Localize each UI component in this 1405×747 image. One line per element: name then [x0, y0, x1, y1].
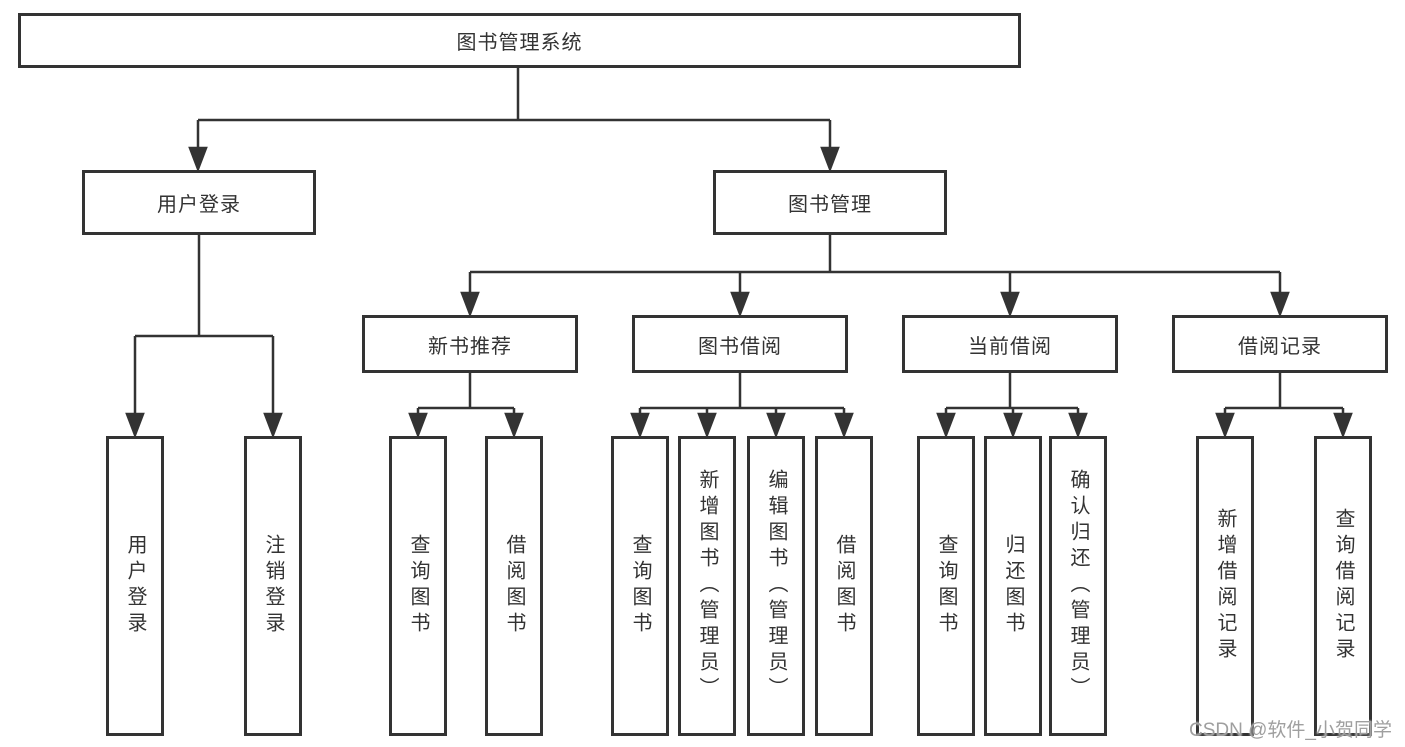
- leaf-query-books-recommend: 查询图书: [389, 436, 447, 736]
- node-label: 用户登录: [124, 534, 146, 638]
- connector-arrow: [730, 272, 750, 318]
- leaf-borrow-books: 借阅图书: [815, 436, 873, 736]
- node-label: 图书管理系统: [456, 32, 583, 54]
- node-book-management: 图书管理: [713, 170, 947, 235]
- connector-arrow: [188, 120, 208, 173]
- node-label: 新增借阅记录: [1214, 508, 1236, 664]
- node-label: 查询图书: [407, 534, 429, 638]
- node-label: 新书推荐: [428, 335, 512, 358]
- connector-arrow: [1333, 408, 1353, 439]
- connector-arrow: [263, 336, 283, 439]
- node-label: 归还图书: [1002, 534, 1024, 638]
- connector-arrow: [460, 272, 480, 318]
- leaf-add-books-admin: 新增图书（管理员）: [678, 436, 736, 736]
- connector-arrow: [820, 120, 840, 173]
- connector-arrow: [1068, 408, 1088, 439]
- leaf-return-books: 归还图书: [984, 436, 1042, 736]
- leaf-query-books-borrow: 查询图书: [611, 436, 669, 736]
- leaf-user-login: 用户登录: [106, 436, 164, 736]
- node-book-borrowing: 图书借阅: [632, 315, 848, 373]
- node-label: 用户登录: [157, 194, 241, 216]
- node-label: 查询借阅记录: [1332, 508, 1354, 664]
- leaf-edit-books-admin: 编辑图书（管理员）: [747, 436, 805, 736]
- node-label: 图书借阅: [698, 335, 782, 358]
- node-borrowing-records: 借阅记录: [1172, 315, 1388, 373]
- connector-arrow: [125, 336, 145, 439]
- connector-arrow: [630, 408, 650, 439]
- node-label: 当前借阅: [968, 335, 1052, 358]
- node-label: 借阅记录: [1238, 335, 1322, 358]
- connector-arrow: [1000, 272, 1020, 318]
- connector-arrow: [408, 408, 428, 439]
- node-new-book-recommendation: 新书推荐: [362, 315, 578, 373]
- node-user-login: 用户登录: [82, 170, 316, 235]
- connector-arrow: [834, 408, 854, 439]
- node-label: 注销登录: [262, 534, 284, 638]
- connector-arrow: [936, 408, 956, 439]
- connector-arrow: [1003, 408, 1023, 439]
- csdn-watermark: CSDN @软件_小贺同学: [1189, 720, 1392, 741]
- node-label: 确认归还（管理员）: [1067, 469, 1089, 703]
- node-label: 图书管理: [788, 194, 872, 216]
- node-root-library-system: 图书管理系统: [18, 13, 1021, 68]
- node-label: 查询图书: [629, 534, 651, 638]
- node-current-borrowing: 当前借阅: [902, 315, 1118, 373]
- connector-arrow: [1215, 408, 1235, 439]
- connector-arrow: [1270, 272, 1290, 318]
- leaf-logout: 注销登录: [244, 436, 302, 736]
- connector-arrow: [766, 408, 786, 439]
- leaf-query-borrow-record: 查询借阅记录: [1314, 436, 1372, 736]
- connector-arrow: [504, 408, 524, 439]
- node-label: 借阅图书: [503, 534, 525, 638]
- leaf-add-borrow-record: 新增借阅记录: [1196, 436, 1254, 736]
- leaf-borrow-books-recommend: 借阅图书: [485, 436, 543, 736]
- node-label: 借阅图书: [833, 534, 855, 638]
- node-label: 查询图书: [935, 534, 957, 638]
- connector-arrow: [697, 408, 717, 439]
- node-label: 新增图书（管理员）: [696, 469, 718, 703]
- leaf-query-books-current: 查询图书: [917, 436, 975, 736]
- leaf-confirm-return-admin: 确认归还（管理员）: [1049, 436, 1107, 736]
- node-label: 编辑图书（管理员）: [765, 469, 787, 703]
